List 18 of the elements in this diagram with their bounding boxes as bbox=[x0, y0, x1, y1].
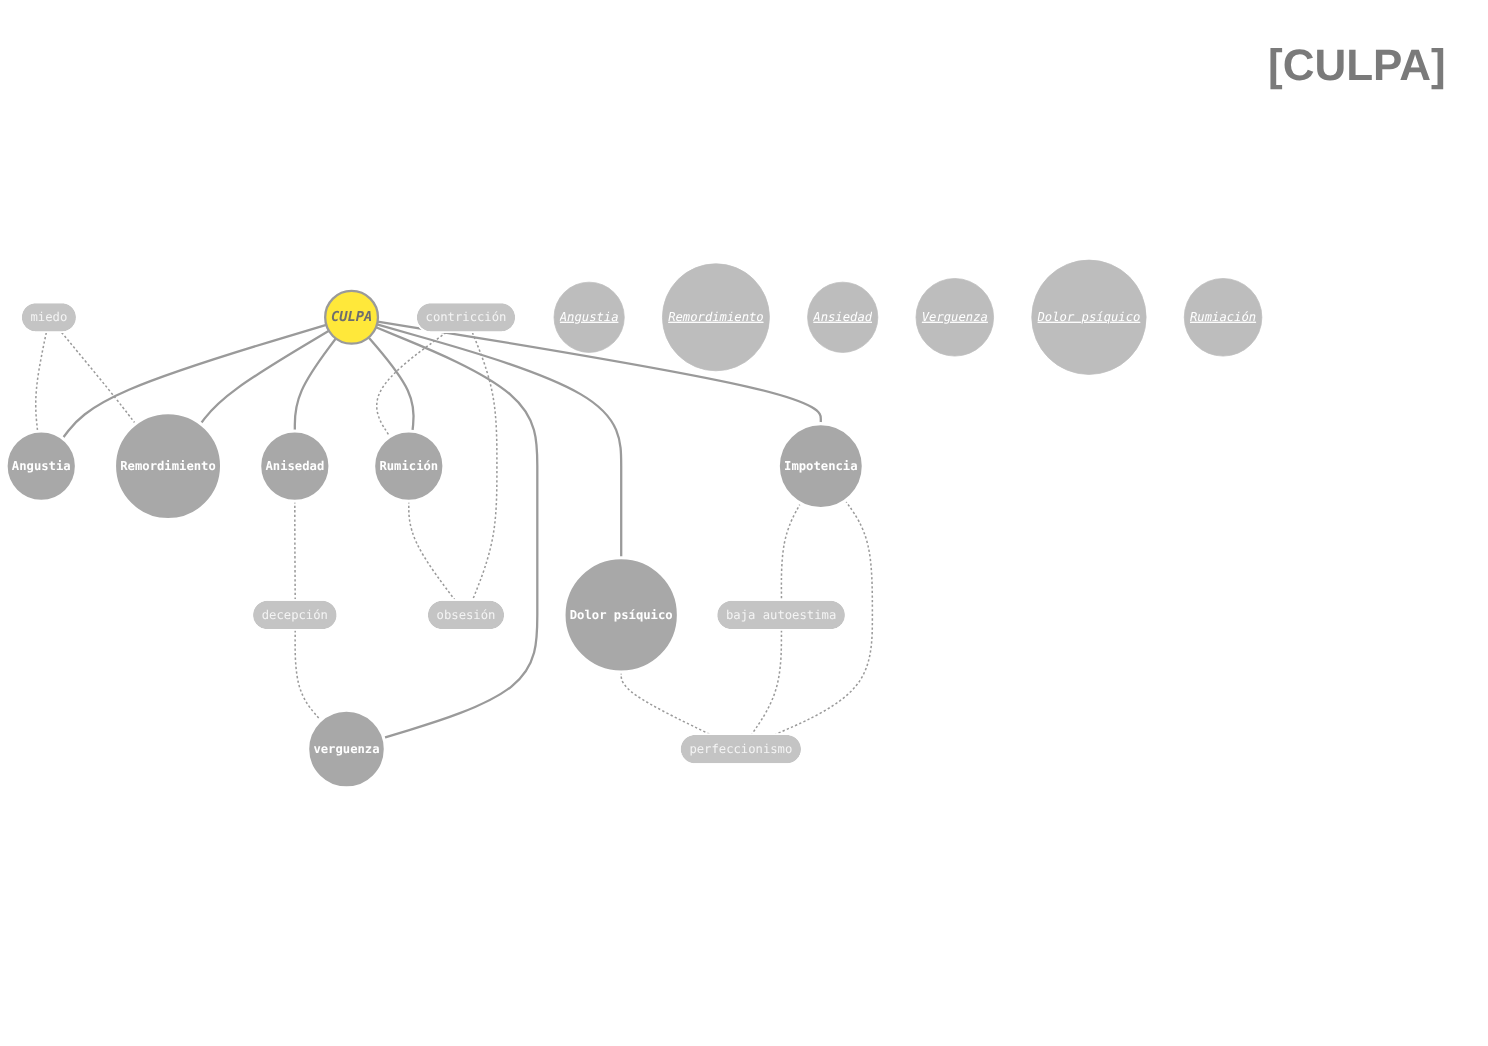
connector bbox=[376, 330, 447, 437]
connector bbox=[774, 498, 874, 735]
connector bbox=[60, 330, 137, 424]
connector bbox=[293, 336, 337, 430]
connector bbox=[750, 628, 783, 735]
connector bbox=[408, 499, 456, 601]
connector bbox=[34, 330, 48, 431]
connector bbox=[61, 322, 327, 438]
title: [CULPA] bbox=[1268, 40, 1448, 92]
connector bbox=[376, 322, 623, 557]
connector bbox=[294, 628, 322, 720]
connector bbox=[367, 335, 415, 431]
connector bbox=[377, 319, 822, 423]
connector bbox=[780, 501, 802, 601]
connector bbox=[375, 325, 539, 738]
connector bbox=[199, 328, 330, 424]
connector bbox=[294, 499, 296, 601]
connector bbox=[471, 330, 498, 601]
